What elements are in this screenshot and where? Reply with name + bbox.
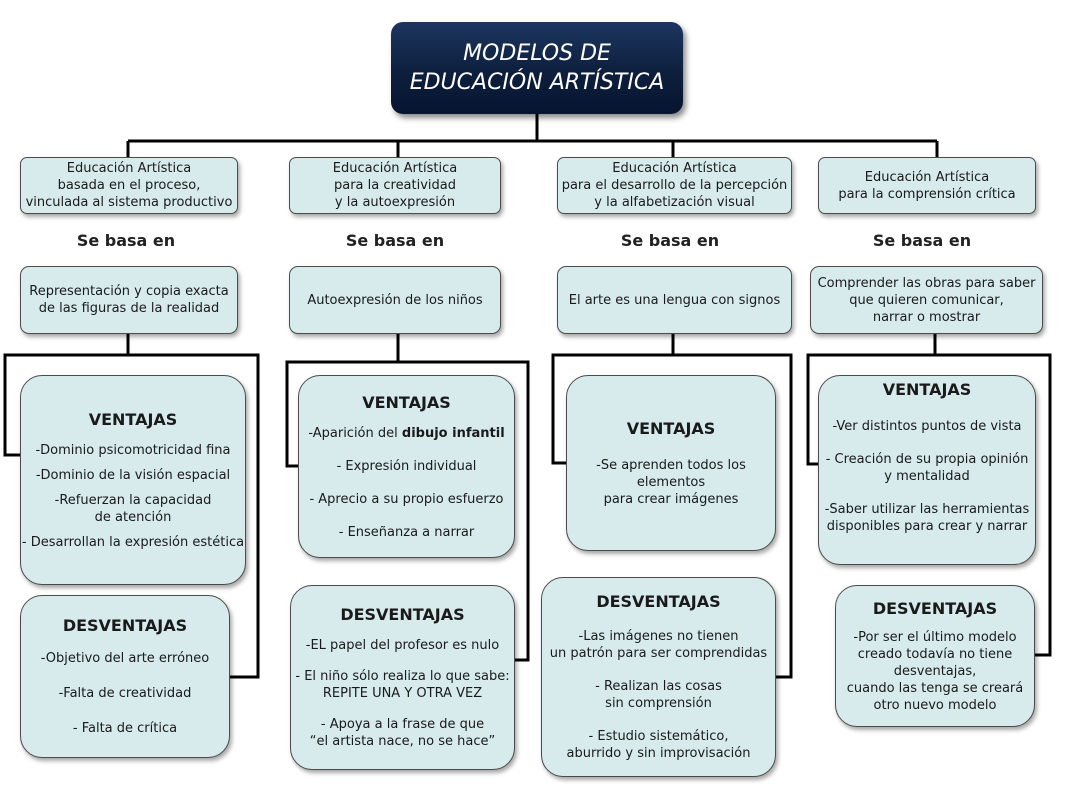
ventajas-title-4: VENTAJAS [882,380,972,399]
basis-box-3: El arte es una lengua con signos [557,266,792,334]
model-box-3: Educación Artística para el desarrollo d… [557,157,792,214]
diagram-title: MODELOS DE EDUCACIÓN ARTÍSTICA [391,22,683,114]
ventajas-title-3: VENTAJAS [626,418,716,438]
ventajas-box-3: VENTAJAS -Se aprenden todos los elemento… [566,375,776,551]
basis-4-line-1: Comprender las obras para saber [817,275,1036,291]
model-4-line-1: Educación Artística [864,169,990,185]
desventajas-title-1: DESVENTAJAS [62,616,188,635]
se-basa-en-label-4: Se basa en [872,231,972,250]
model-2-line-1: Educación Artística [332,161,458,176]
model-2-line-3: y la autoexpresión [334,195,456,210]
basis-box-1: Representación y copia exacta de las fig… [20,266,238,334]
model-3-line-2: para el desarrollo de la percepción [561,178,788,193]
ventaja-item: - Aprecio a su propio esfuerzo [309,491,504,507]
se-basa-en-label-2: Se basa en [345,231,445,250]
desventajas-title-3: DESVENTAJAS [596,592,721,611]
desventaja-item: -EL papel del profesor es nulo [305,638,500,653]
desventaja-item: - Estudio sistemático,aburrido y sin imp… [566,729,751,761]
basis-4-line-2: que quieren comunicar, [849,292,1004,308]
basis-3-line-1: El arte es una lengua con signos [568,292,781,308]
ventaja-item: -Dominio de la visión espacial [35,467,231,483]
ventaja-item: -Aparición del dibujo infantil [308,425,505,441]
ventaja-item: -Dominio psicomotricidad fina [35,442,231,458]
ventaja-item: -Se aprenden todos los elementos para cr… [596,457,746,507]
ventajas-box-1: VENTAJAS -Dominio psicomotricidad fina -… [20,375,246,585]
model-1-line-2: basada en el proceso, [57,178,201,193]
ventaja-item: - Enseñanza a narrar [338,524,475,540]
se-basa-en-label-3: Se basa en [620,231,720,250]
model-box-4: Educación Artística para la comprensión … [818,157,1036,214]
model-1-line-3: vinculada al sistema productivo [25,195,233,210]
desventaja-item: -Objetivo del arte erróneo [40,651,210,666]
title-line-2: EDUCACIÓN ARTÍSTICA [409,70,665,95]
desventaja-item: - Apoya a la frase de que“el artista nac… [309,717,496,749]
ventaja-item: - Expresión individual [336,458,477,474]
ventajas-title-2: VENTAJAS [362,392,451,412]
desventajas-title-4: DESVENTAJAS [872,598,998,618]
desventajas-box-1: DESVENTAJAS -Objetivo del arte erróneo -… [20,595,230,758]
desventaja-item: - Falta de crítica [72,721,178,736]
desventaja-item: - El niño sólo realiza lo que sabe:REPIT… [295,669,510,701]
basis-1-line-2: de las figuras de la realidad [38,301,220,316]
title-line-1: MODELOS DE [463,41,611,66]
desventaja-item: -Por ser el último modelo creado todavía… [846,629,1024,713]
ventajas-box-2: VENTAJAS -Aparición del dibujo infantil … [298,375,515,558]
ventaja-item: -Ver distintos puntos de vista [832,419,1022,434]
basis-box-4: Comprender las obras para saber que quie… [810,266,1043,334]
basis-2-line-1: Autoexpresión de los niños [307,292,483,308]
model-box-1: Educación Artística basada en el proceso… [20,157,238,214]
model-3-line-3: y la alfabetización visual [594,195,755,210]
ventaja-item: - Desarrollan la expresión estética [21,534,245,550]
ventajas-box-4: VENTAJAS -Ver distintos puntos de vista … [818,375,1036,565]
se-basa-en-label-1: Se basa en [76,231,176,250]
model-2-line-2: para la creatividad [333,178,457,193]
basis-1-line-1: Representación y copia exacta [29,284,229,299]
desventajas-title-2: DESVENTAJAS [340,605,465,624]
ventajas-title-1: VENTAJAS [88,409,178,429]
model-box-2: Educación Artística para la creatividad … [289,157,501,214]
basis-4-line-3: narrar o mostrar [872,309,981,325]
model-3-line-1: Educación Artística [612,161,737,176]
model-1-line-1: Educación Artística [66,161,192,176]
desventaja-item: -Falta de creatividad [58,686,192,701]
desventajas-box-4: DESVENTAJAS -Por ser el último modelo cr… [835,585,1035,727]
basis-box-2: Autoexpresión de los niños [289,266,501,334]
model-4-line-2: para la comprensión crítica [838,186,1016,202]
desventajas-box-2: DESVENTAJAS -EL papel del profesor es nu… [290,585,515,770]
